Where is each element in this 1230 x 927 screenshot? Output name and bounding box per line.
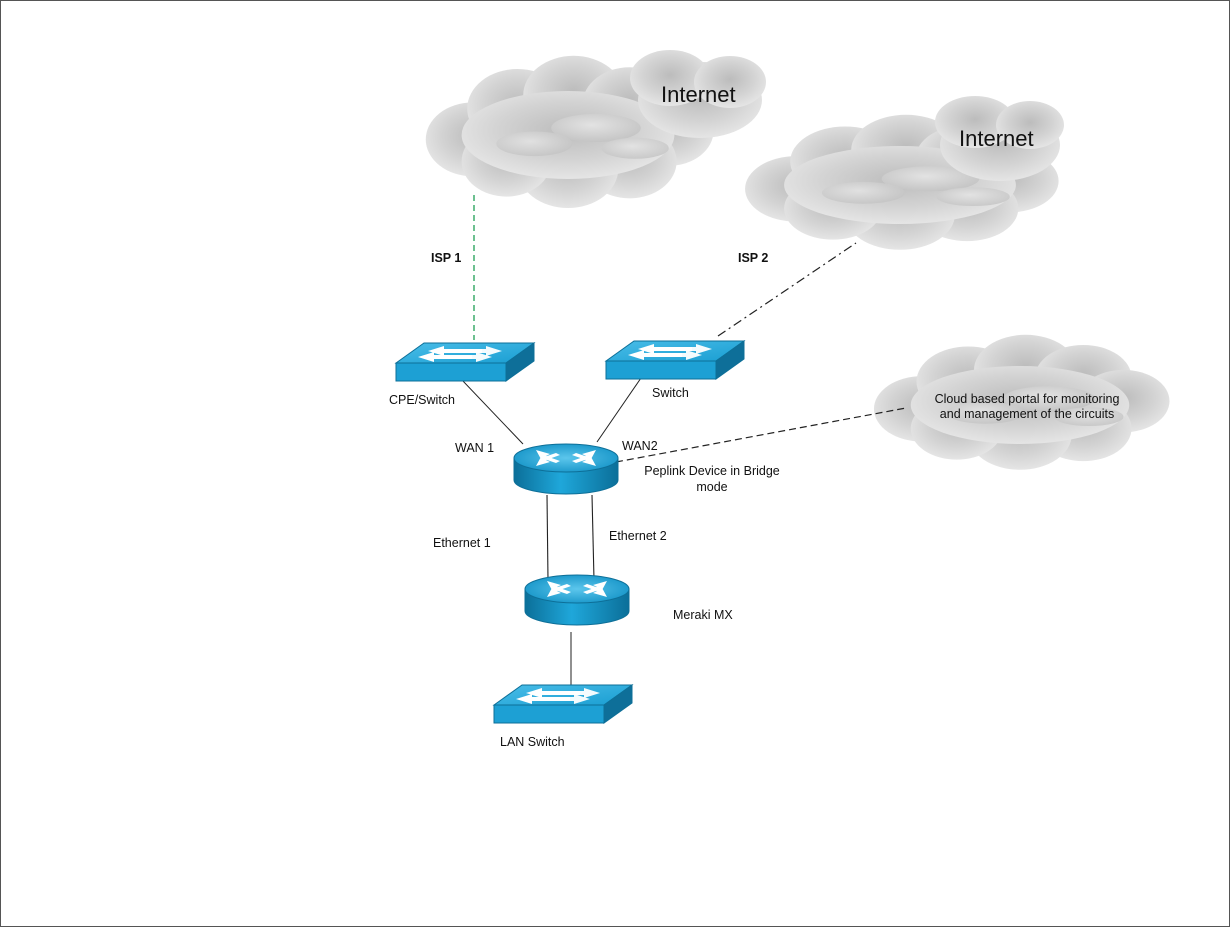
- isp1-label: ISP 1: [431, 251, 461, 265]
- ethernet2-link: [591, 494, 595, 581]
- lan-switch-device: [493, 684, 633, 724]
- ethernet2-label: Ethernet 2: [609, 529, 667, 543]
- cpe-switch-device: [395, 342, 535, 382]
- lan-switch-label: LAN Switch: [500, 735, 565, 749]
- peplink-router-device: [513, 443, 619, 495]
- switch-label: Switch: [652, 386, 689, 400]
- internet-2-label: Internet: [959, 126, 1034, 151]
- portal-label-line-1: Cloud based portal for monitoring: [935, 392, 1120, 406]
- internet-1-label: Internet: [661, 82, 736, 107]
- isp2-label: ISP 2: [738, 251, 768, 265]
- wan1-label: WAN 1: [455, 441, 494, 455]
- peplink-label-line-1: Peplink Device in Bridge: [644, 464, 780, 478]
- meraki-label: Meraki MX: [673, 608, 733, 622]
- ethernet1-link: [546, 494, 549, 581]
- cpe-switch-label: CPE/Switch: [389, 393, 455, 407]
- switch-device: [605, 340, 745, 380]
- switch-to-peplink-link: [596, 377, 642, 443]
- isp2-link: [717, 242, 857, 337]
- portal-link: [615, 407, 907, 463]
- ethernet1-label: Ethernet 1: [433, 536, 491, 550]
- cpe-to-peplink-link: [461, 379, 524, 445]
- portal-label-line-2: and management of the circuits: [940, 407, 1114, 421]
- internet-cloud-2-puff: [935, 96, 1064, 181]
- peplink-label-line-2: mode: [696, 480, 727, 494]
- meraki-mx-device: [524, 574, 630, 626]
- internet-cloud-1-puff: [630, 50, 766, 138]
- wan2-label: WAN2: [622, 439, 658, 453]
